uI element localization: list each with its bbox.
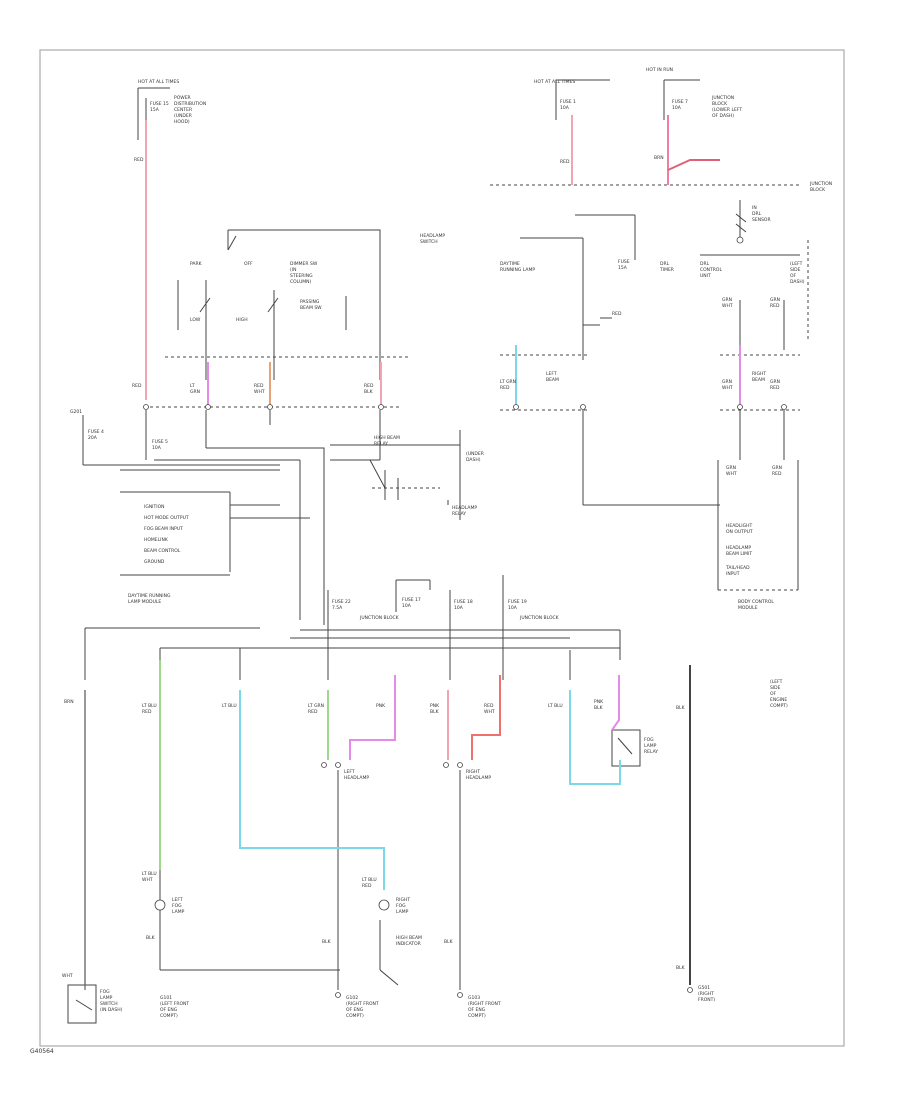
- high-beam-indicator: HIGH BEAM INDICATOR: [396, 936, 422, 947]
- ltgrn-red-right: LT GRN RED: [500, 380, 517, 391]
- sw-high: HIGH: [236, 318, 248, 323]
- drl-control-unit: DRL CONTROL UNIT: [700, 262, 722, 279]
- bot-wire-7: RED WHT: [484, 704, 495, 715]
- fuse-r1: FUSE 1 10A: [560, 100, 576, 111]
- legend-caption: DAYTIME RUNNING LAMP MODULE: [128, 594, 171, 605]
- module-item-3: TAIL/HEAD INPUT: [726, 566, 750, 577]
- diagram-frame: [39, 49, 845, 1047]
- fuse-row-4: FUSE 19 10A: [508, 600, 527, 611]
- sw-red: RED: [612, 312, 622, 317]
- left-beam: LEFT BEAM: [546, 372, 559, 383]
- bot-wire-6: PNK BLK: [430, 704, 440, 715]
- footer-code: G40564: [30, 1048, 54, 1055]
- wire-left-red: RED: [134, 158, 144, 163]
- right-beam: RIGHT BEAM: [752, 372, 767, 383]
- blk-4: BLK: [676, 966, 685, 971]
- left-fog-lamp: LEFT FOG LAMP: [172, 898, 185, 915]
- connector-label-1: GRN WHT: [722, 298, 733, 309]
- fog-list-5: BEAM CONTROL: [144, 549, 181, 554]
- bus-label-2: JUNCTION BLOCK: [520, 616, 559, 621]
- daytime-running-lamp: DAYTIME RUNNING LAMP: [500, 262, 536, 273]
- fuse-left-label: FUSE 15 15A: [150, 102, 169, 113]
- bot-wire-8: LT BLU: [548, 704, 563, 709]
- fuse-mid: FUSE 4 20A: [88, 430, 104, 441]
- bot-wire-4: LT GRN RED: [308, 704, 325, 715]
- passing-beam-switch: PASSING BEAM SW: [300, 300, 322, 311]
- connector-label-4: GRN RED: [770, 380, 780, 391]
- fuse-row-2: FUSE 17 10A: [402, 598, 421, 609]
- bot-wire-1: BRN: [64, 700, 74, 705]
- sw-off: OFF: [244, 262, 253, 267]
- hot-at-all-times-left: HOT AT ALL TIMES: [138, 80, 180, 85]
- blk-1: BLK: [146, 936, 155, 941]
- wire-red3: RED BLK: [364, 384, 374, 395]
- connector-label-3: GRN WHT: [722, 380, 733, 391]
- fog-list-1: IGNITION: [144, 505, 165, 510]
- hot-in-run: HOT IN RUN: [646, 68, 674, 73]
- blk-2: BLK: [322, 940, 331, 945]
- sw-low: LOW: [190, 318, 201, 323]
- fuse-mid2: FUSE 5 10A: [152, 440, 168, 451]
- fuse-r2-note: JUNCTION BLOCK (LOWER LEFT OF DASH): [712, 96, 743, 119]
- ground-4: G501 (RIGHT FRONT): [698, 986, 716, 1003]
- sw-park: PARK: [190, 262, 202, 267]
- fog-lamp-switch: FOG LAMP SWITCH (IN DASH): [100, 990, 123, 1013]
- ground-left: G201: [70, 410, 83, 415]
- wire-ltb-right: LT BLU RED: [362, 878, 377, 889]
- bus-label-1: JUNCTION BLOCK: [360, 616, 399, 621]
- fog-lamp-relay: FOG LAMP RELAY: [644, 738, 659, 755]
- high-beam-relay: HIGH BEAM RELAY: [374, 436, 400, 447]
- hb-relay-note: (UNDER DASH): [466, 452, 484, 463]
- connector-label-2: GRN RED: [770, 298, 780, 309]
- right-fog-lamp: RIGHT FOG LAMP: [396, 898, 411, 915]
- wire-r1: RED: [560, 160, 570, 165]
- ground-1: G101 (LEFT FRONT OF ENG COMPT): [160, 996, 190, 1019]
- bot-wire-5: PNK: [376, 704, 386, 709]
- bus-note: JUNCTION BLOCK: [810, 182, 833, 193]
- headlamp-relay: HEADLAMP RELAY: [452, 506, 478, 517]
- wire-red2: RED WHT: [254, 384, 265, 395]
- fog-list-2: HOT MODE OUTPUT: [144, 516, 189, 521]
- fog-list-6: GROUND: [144, 560, 165, 565]
- module-connector-2: GRN RED: [772, 466, 782, 477]
- left-headlamp: LEFT HEADLAMP: [344, 770, 370, 781]
- bot-wire-10: BLK: [676, 706, 685, 711]
- wire-ltb-left: LT BLU WHT: [142, 872, 157, 883]
- fuse-r2: FUSE 7 10A: [672, 100, 688, 111]
- right-note: (LEFT SIDE OF ENGINE COMPT): [770, 680, 788, 709]
- module-connector-1: GRN WHT: [726, 466, 737, 477]
- module-item-1: HEADLIGHT ON OUTPUT: [726, 524, 753, 535]
- body-control-module: BODY CONTROL MODULE: [738, 600, 774, 611]
- bot-wire-9: PNK BLK: [594, 700, 604, 711]
- dimmer-label: DIMMER SW (IN STEERING COLUMN): [290, 262, 318, 285]
- drl-timer: DRL TIMER: [660, 262, 674, 273]
- bot-wire-3: LT BLU: [222, 704, 237, 709]
- colored-wires: [84, 115, 741, 985]
- wht-wire: WHT: [62, 974, 73, 979]
- wire-ltgrn: LT GRN: [190, 384, 200, 395]
- fog-list-4: HOMELINK: [144, 538, 168, 543]
- connector-points: [143, 236, 787, 998]
- fuse-row-1: FUSE 22 7.5A: [332, 600, 351, 611]
- fuse-row-3: FUSE 18 10A: [454, 600, 473, 611]
- hot-at-all-times-right: HOT AT ALL TIMES: [534, 80, 576, 85]
- headlamp-switch-title: HEADLAMP SWITCH: [420, 234, 446, 245]
- module-item-2: HEADLAMP BEAM LIMIT: [726, 546, 753, 557]
- fuse-left-note: POWER DISTRIBUTION CENTER (UNDER HOOD): [174, 96, 207, 125]
- right-headlamp: RIGHT HEADLAMP: [466, 770, 492, 781]
- wire-red1: RED: [132, 384, 142, 389]
- fuse-relay: FUSE 15A: [618, 260, 630, 271]
- relay-box-note: (LEFT SIDE OF DASH): [790, 262, 805, 285]
- ground-2: G102 (RIGHT FRONT OF ENG COMPT): [346, 996, 379, 1019]
- drl-sensor: IN DRL SENSOR: [752, 206, 771, 223]
- blk-3: BLK: [444, 940, 453, 945]
- bot-wire-2: LT BLU RED: [142, 704, 157, 715]
- wire-r2: BRN: [654, 156, 664, 161]
- fog-list-3: FOG BEAM INPUT: [144, 527, 183, 532]
- ground-3: G103 (RIGHT FRONT OF ENG COMPT): [468, 996, 501, 1019]
